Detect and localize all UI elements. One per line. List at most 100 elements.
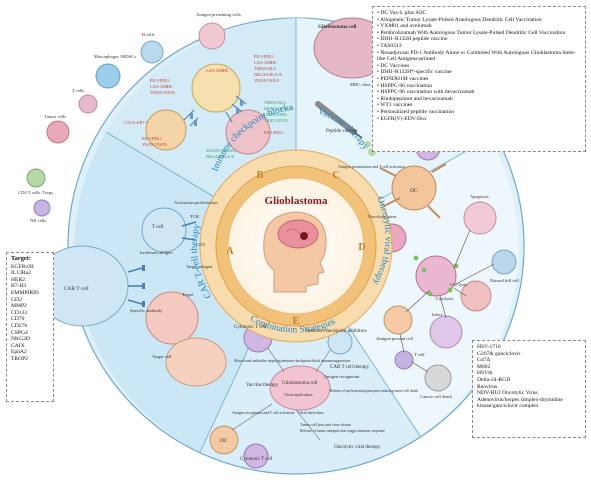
target-item: CAIX bbox=[11, 342, 25, 349]
virus-item: NDV-HUJ Oncolytic Virus bbox=[477, 390, 538, 397]
mol-12: SIGLEC/SIGLEC bbox=[264, 106, 295, 111]
t-cell-small bbox=[78, 94, 98, 114]
sector-letter-d: D bbox=[358, 242, 365, 253]
center-title: Glioblastoma bbox=[265, 195, 328, 207]
target-item: EphA2 bbox=[11, 349, 27, 356]
vaccine-list-box: • DC Vax-L plus SOC• Allogeneic Tumor Ly… bbox=[372, 6, 586, 152]
dc-cell-c bbox=[391, 165, 437, 211]
vaccine-item: • EGFR(V)-EDV-Dox bbox=[377, 115, 427, 122]
label-combo-viral-inf: Viral infection bbox=[298, 410, 324, 415]
label-combo-perforin: Release of perforin and granzymes induci… bbox=[330, 389, 418, 393]
vaccine-item: • HSPPC-96 vaccination with bevacizumab bbox=[377, 89, 475, 96]
mol-15: PD-1/PDL1 bbox=[264, 130, 284, 135]
label-cytolysis: Cytolysis bbox=[436, 296, 454, 301]
label-peptide-vaccine: Peptide vaccine bbox=[326, 129, 358, 134]
vaccine-item: • Allogeneic Tumor Lysate-Pulsed Autolog… bbox=[377, 16, 542, 23]
label-irrelevant-antigen: Irrelevant antigen bbox=[140, 250, 173, 255]
label-combo-ctl: Cytotoxic T cell bbox=[234, 325, 267, 330]
glioblastoma-cell-a bbox=[165, 337, 227, 387]
label-combo-viral-rep: Viral replication bbox=[284, 392, 313, 397]
label-infect: Infect bbox=[432, 312, 443, 317]
label-combo-antigen-rec: Antigen recognition bbox=[324, 374, 360, 379]
combination-labels: Cytotoxic T cell Immune-checkpoint inhib… bbox=[220, 325, 418, 462]
label-b-cells: B cells bbox=[142, 32, 155, 37]
vaccine-item: • DC Vax-L plus SOC bbox=[377, 10, 427, 16]
checkpoint-molecules: PD-1/PDL1 LAG-3/MHC TIM3/GAL9 NKG2A/HLA-… bbox=[124, 54, 295, 159]
target-item: NKG2D bbox=[11, 336, 30, 343]
checkpoint-illustration bbox=[26, 22, 271, 217]
sector-e-bg bbox=[200, 246, 420, 473]
oncolytic-cell-2 bbox=[415, 255, 457, 297]
combo-glioblastoma-cell bbox=[269, 365, 331, 411]
vaccine-item: • Personalized peptide vaccination bbox=[377, 108, 454, 115]
label-combo-vaccine: Vaccine therapy bbox=[246, 383, 279, 388]
vaccine-item: • HSPPC-96 vaccination bbox=[377, 82, 433, 89]
target-item: CD276 bbox=[11, 322, 28, 329]
combo-t-cell-bottom bbox=[243, 443, 269, 469]
apc-cell-d bbox=[383, 305, 413, 335]
label-antigen-presentation: Antigen presentation and T cell activati… bbox=[338, 164, 405, 169]
vaccine-item: • VXM01 and avelumab bbox=[377, 23, 432, 30]
checkpoint-labels: B cells Antigen presenting cells Macroph… bbox=[18, 12, 241, 223]
label-t-cells: T cells bbox=[72, 88, 85, 93]
vaccine-item: • TAS0313 bbox=[377, 42, 402, 49]
virus-item: Adenovirus/herpes simplex-thymidine kina… bbox=[477, 396, 563, 410]
checkpoint-tcell-center bbox=[191, 63, 241, 113]
sector-letter-c: C bbox=[332, 170, 339, 181]
label-t-cell-a: T cell bbox=[152, 225, 164, 230]
target-item: GD2 bbox=[11, 296, 22, 303]
label-oncolytic-virus: Oncolytic virus bbox=[368, 214, 397, 219]
label-dc-c: DC bbox=[410, 188, 418, 194]
label-combo-mab: Monoclonal antibodies targeting immune c… bbox=[234, 359, 350, 363]
target-item: EGFRvIII bbox=[11, 263, 34, 270]
vaccine-item: • Neoadjuvant PD-1 Antibody Alone or Com… bbox=[377, 49, 576, 63]
oncolytic-labels: Oncolytic virus Apoptosis Natural kill c… bbox=[368, 194, 520, 399]
natural-killer-cell bbox=[491, 249, 517, 275]
label-tumor-cells: Tumor cells bbox=[44, 114, 66, 119]
syringe-icon bbox=[315, 101, 357, 135]
mol-6: LAG-3/MHC bbox=[150, 84, 173, 89]
sector-a-bg bbox=[74, 132, 296, 452]
label-apc: Antigen presenting cells bbox=[196, 12, 241, 17]
vaccine-list: • DC Vax-L plus SOC• Allogeneic Tumor Ly… bbox=[377, 10, 581, 122]
label-combo-release: Release of tumor antigens that trigger i… bbox=[300, 429, 385, 433]
vaccine-item: • IDH1-R132H*-specific vaccine bbox=[377, 69, 452, 76]
cytolysis-cell bbox=[460, 280, 492, 312]
target-cell-a bbox=[145, 291, 199, 345]
macrophage bbox=[95, 63, 121, 89]
vaccine-item: • DC Vaccines bbox=[377, 62, 410, 69]
virus-item: G47Δ bbox=[477, 357, 491, 364]
apoptosis-cell bbox=[463, 201, 497, 235]
label-combo-ctl-bottom: Cytotoxic T cell bbox=[240, 457, 273, 462]
label-nk-cell-d: Natural kill cell bbox=[490, 278, 520, 283]
label-target-antigen: Target antigen bbox=[186, 264, 213, 269]
label-gbm-cell-c: Glioblastoma cell bbox=[318, 24, 357, 30]
mol-16: VISTA/VISTA bbox=[142, 142, 167, 147]
target-item: IL13Ra2 bbox=[11, 270, 31, 277]
label-specific-antibody: Specific antibody bbox=[130, 308, 163, 313]
combo-dc bbox=[209, 425, 239, 455]
label-nk-cells: NK cells bbox=[30, 218, 46, 223]
label-combo-car: CAR T cell therapy bbox=[330, 365, 370, 370]
label-combo-activation: Antigen recognition and T cell activatio… bbox=[232, 411, 294, 415]
label-macrophages: Macrophages /MDSCs bbox=[94, 54, 136, 59]
t-cell-a bbox=[141, 207, 187, 253]
target-item: CD70 bbox=[11, 316, 25, 323]
virus-item: Delta-24-RGD bbox=[477, 376, 511, 383]
label-cd3-a: CD3 bbox=[196, 242, 205, 247]
mol-5: PD-1/PDL1 bbox=[150, 78, 170, 83]
target-item: B7-H3 bbox=[11, 283, 27, 290]
label-cancer-death: Cancer cell death bbox=[420, 394, 453, 399]
t-cell-d bbox=[394, 350, 414, 370]
sector-letter-a: A bbox=[226, 246, 234, 257]
checkpoint-tumor-right bbox=[225, 109, 271, 155]
car-t-illustration bbox=[35, 207, 227, 387]
virus-item: G207& ganciclovir bbox=[477, 350, 521, 357]
label-apoptosis: Apoptosis bbox=[470, 194, 489, 199]
sector-d-bg bbox=[296, 138, 519, 436]
label-combo-dc: DC bbox=[220, 438, 228, 444]
antigen-presenting-cell bbox=[198, 22, 226, 50]
sector-letter-e: E bbox=[293, 316, 300, 327]
mol-17: SIGLEC/SIGLEC bbox=[206, 148, 237, 153]
